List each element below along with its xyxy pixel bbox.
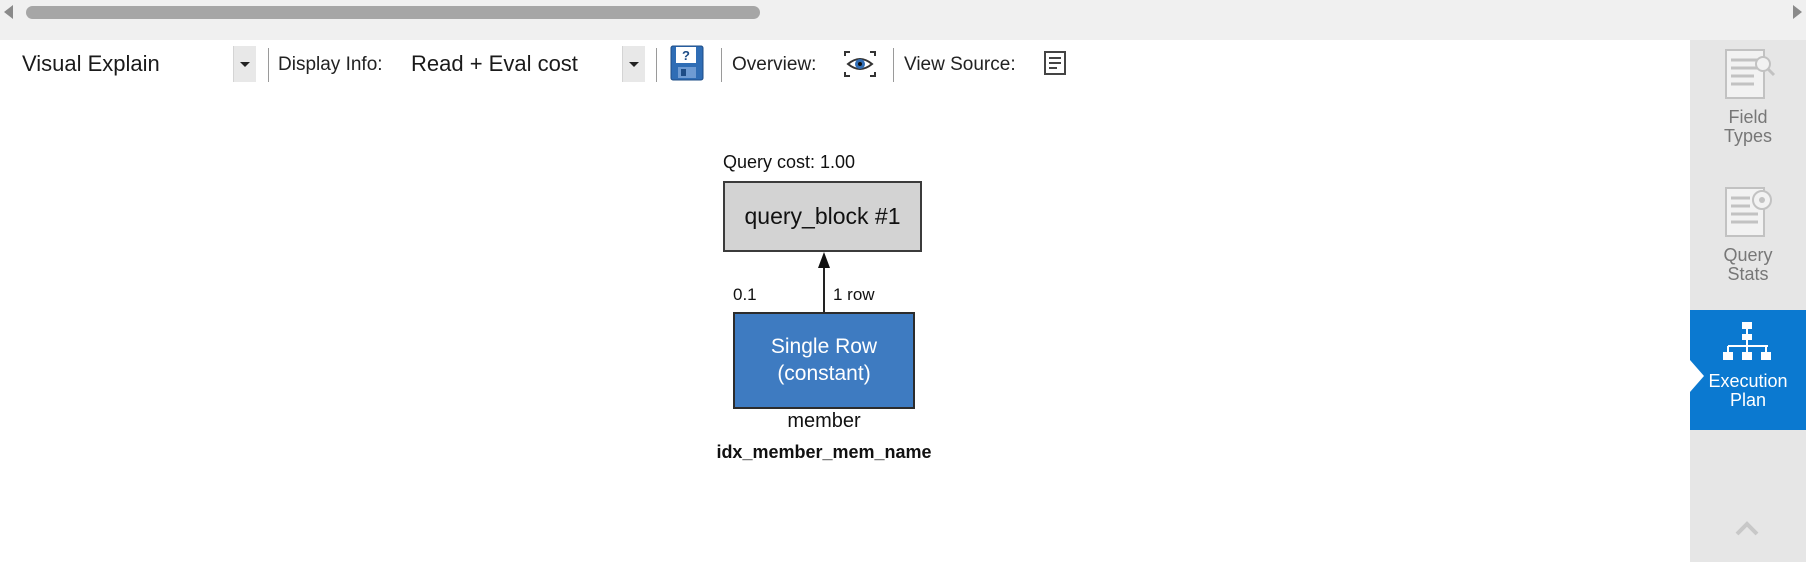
toolbar-separator (893, 48, 894, 82)
active-indicator (1690, 360, 1704, 392)
execution-plan-icon (1723, 322, 1771, 360)
field-types-icon (1725, 49, 1776, 99)
view-mode-dropdown-button[interactable] (233, 46, 256, 82)
view-source-label: View Source: (904, 54, 1016, 75)
display-info-select-value[interactable]: Read + Eval cost (411, 51, 578, 76)
edge-cost-label: 0.1 (733, 285, 757, 304)
edge-rows-label: 1 row (833, 285, 875, 304)
view-mode-select-value[interactable]: Visual Explain (22, 51, 160, 76)
side-item-label: Field (1728, 107, 1768, 127)
side-item-execution-plan[interactable]: Execution Plan (1690, 310, 1806, 430)
scroll-right-arrow-icon[interactable] (1793, 5, 1802, 19)
scroll-left-arrow-icon[interactable] (4, 5, 13, 19)
side-item-label: Stats (1727, 264, 1769, 284)
side-item-field-types[interactable]: Field Types (1690, 40, 1806, 160)
display-info-dropdown-button[interactable] (622, 46, 645, 82)
plan-edge-arrow-icon (818, 252, 830, 314)
eye-icon[interactable] (843, 50, 877, 78)
toolbar-separator (656, 48, 657, 82)
side-item-label: Query (1723, 245, 1773, 265)
scrollbar-thumb[interactable] (26, 6, 760, 19)
side-item-label: Execution (1708, 371, 1788, 391)
svg-text:?: ? (682, 48, 690, 63)
explain-toolbar: Visual Explain Display Info: Read + Eval… (0, 40, 1690, 90)
access-type-line-1: Single Row (770, 335, 878, 358)
side-panel: Field Types Query Stats (1690, 40, 1806, 562)
table-name-label: member (787, 410, 861, 432)
access-type-line-2: (constant) (777, 362, 871, 385)
execution-plan-canvas[interactable]: Query cost: 1.00 query_block #1 0.1 1 ro… (0, 90, 1690, 562)
query-stats-icon (1725, 187, 1772, 237)
single-row-access-node[interactable]: Single Row (constant) (733, 312, 915, 409)
save-help-icon[interactable]: ? (670, 45, 704, 81)
display-info-label: Display Info: (278, 54, 383, 75)
side-item-label: Plan (1729, 390, 1767, 410)
horizontal-scrollbar[interactable] (0, 0, 1806, 40)
document-icon[interactable] (1043, 50, 1067, 76)
index-name-label: idx_member_mem_name (716, 442, 932, 462)
toolbar-separator (721, 48, 722, 82)
side-item-label: Types (1723, 126, 1773, 146)
query-block-node[interactable]: query_block #1 (723, 181, 922, 252)
overview-label: Overview: (732, 54, 817, 75)
query-cost-label: Query cost: 1.00 (723, 152, 856, 172)
side-item-query-stats[interactable]: Query Stats (1690, 180, 1806, 310)
toolbar-separator (268, 48, 269, 82)
chevron-up-icon[interactable] (1735, 518, 1759, 542)
